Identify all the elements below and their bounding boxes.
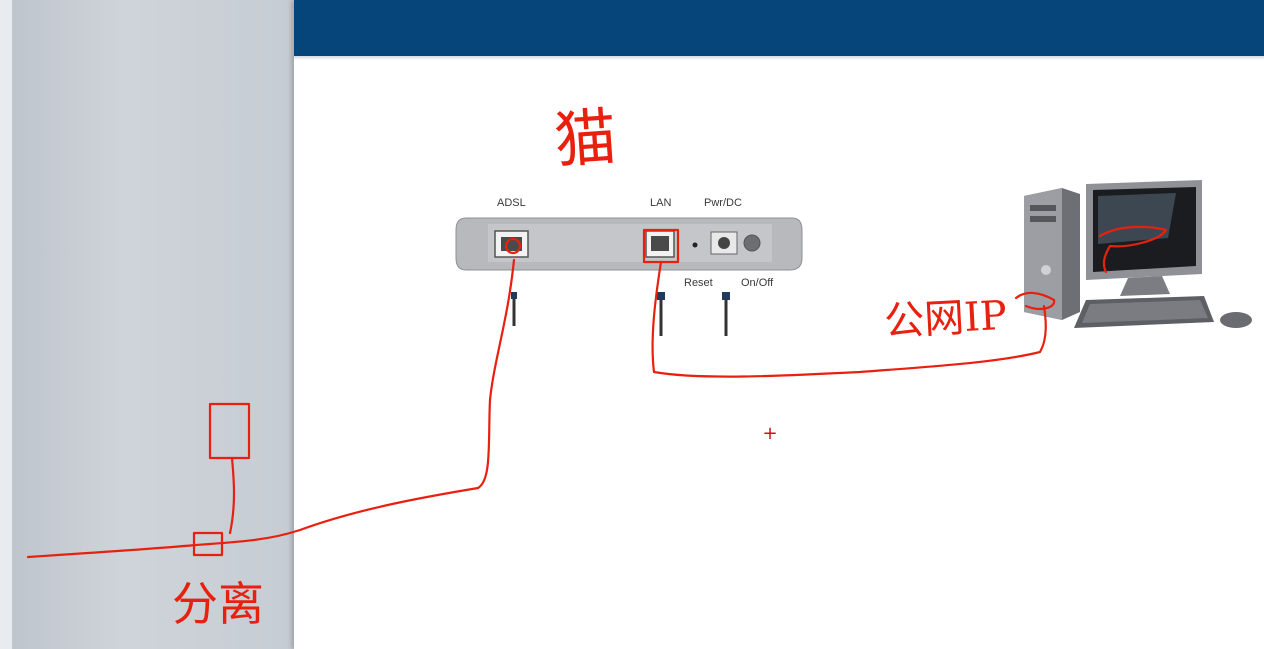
phone-box	[208, 402, 251, 460]
onoff-leader-tip	[722, 292, 730, 300]
lan-port-mark	[642, 228, 680, 264]
lan-leader-tip	[657, 292, 665, 300]
adsl-label: ADSL	[497, 197, 526, 209]
power-label: Pwr/DC	[704, 197, 742, 209]
onoff-label: On/Off	[741, 277, 774, 289]
pc-drive-bay	[1030, 205, 1056, 211]
splitter-note: 分离	[172, 577, 264, 631]
monitor-stand	[1120, 276, 1170, 296]
reset-hole	[692, 242, 698, 248]
lan-cable-line	[651, 260, 1047, 378]
pc-drive-bay-2	[1030, 216, 1056, 222]
power-jack-socket	[718, 237, 730, 249]
splitter-box	[192, 531, 224, 557]
adsl-cable-line	[26, 258, 516, 559]
lan-label: LAN	[650, 197, 672, 209]
slide-title-bar	[294, 0, 1264, 56]
adsl-leader-tip	[511, 292, 517, 299]
lan-port-socket	[651, 236, 669, 251]
onoff-button	[743, 234, 761, 252]
slide-canvas[interactable]	[294, 0, 1264, 649]
slide-title-rule	[294, 56, 1264, 60]
modem-face	[488, 224, 772, 262]
pc-connection-mark	[1014, 291, 1056, 310]
crosshair-cursor: +	[762, 423, 778, 444]
modem-note: 猫	[551, 99, 619, 178]
reset-label: Reset	[684, 277, 713, 289]
monitor-screen-glare	[1098, 193, 1176, 244]
keyboard-keys	[1082, 300, 1208, 323]
mouse	[1220, 312, 1252, 328]
pc-power-button	[1041, 265, 1051, 275]
adsl-port-mark	[504, 237, 522, 255]
screen-scribble	[1098, 225, 1168, 274]
public-ip-note: 公网IP	[883, 292, 1009, 346]
phone-cable-line	[228, 456, 236, 535]
